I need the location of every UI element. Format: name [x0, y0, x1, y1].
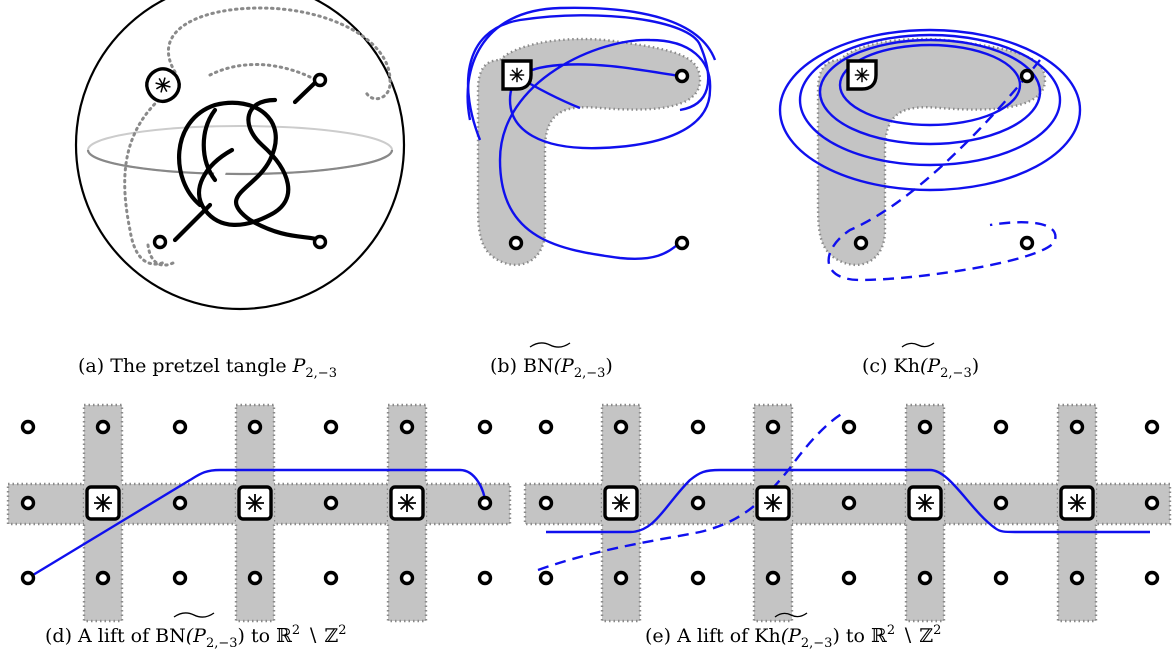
caption-c: (c) Kh(P2,−3) — [862, 342, 979, 381]
special-point — [237, 485, 273, 521]
special-point — [907, 485, 943, 521]
puncture-point — [853, 235, 869, 251]
kh-lift-dashed-curve — [537, 410, 846, 572]
special-point — [85, 485, 121, 521]
caption-a: (a) The pretzel tangle P2,−3 — [78, 355, 337, 381]
svg-text:(d) A lift of BN(P2,−3) to ℝ2: (d) A lift of BN(P2,−3) to ℝ2 ∖ ℤ2 — [45, 623, 347, 651]
panel-d-lift-bn — [6, 403, 512, 623]
puncture-point — [674, 68, 690, 84]
kh-lift-curve — [546, 468, 1150, 534]
panel-e-lift-kh — [523, 403, 1172, 623]
kh-curve — [798, 33, 1062, 167]
equator-front — [86, 149, 394, 176]
dotted-arc-top — [167, 6, 392, 101]
puncture-point — [152, 234, 168, 250]
caption-d: (d) A lift of BN(P2,−3) to ℝ2 ∖ ℤ2 — [45, 612, 347, 651]
special-point — [846, 59, 878, 91]
special-point — [755, 485, 791, 521]
svg-text:(e) A lift of Kh(P2,−3) to ℝ2: (e) A lift of Kh(P2,−3) to ℝ2 ∖ ℤ2 — [645, 623, 941, 651]
shaded-region — [816, 37, 1047, 267]
svg-text:(b) BN(P2,−3): (b) BN(P2,−3) — [490, 355, 613, 381]
puncture-point — [1019, 68, 1035, 84]
special-point — [1059, 485, 1095, 521]
ball-outline — [74, 0, 406, 311]
kh-curve — [838, 43, 1022, 127]
special-point — [389, 485, 425, 521]
tangle-strand — [201, 107, 218, 183]
caption-e: (e) A lift of Kh(P2,−3) to ℝ2 ∖ ℤ2 — [645, 612, 941, 651]
puncture-point — [312, 234, 328, 250]
kh-curve — [818, 38, 1042, 146]
bn-lift-curve — [27, 468, 487, 580]
puncture-point — [674, 235, 690, 251]
special-point — [603, 485, 639, 521]
panel-a-pretzel-tangle — [74, 0, 406, 311]
dotted-arc-left — [123, 90, 170, 266]
dotted-arc-inner — [208, 63, 322, 84]
tangle-strand — [177, 100, 323, 243]
panel-b-bn — [466, 6, 717, 267]
bn-curve — [466, 14, 710, 141]
panel-c-kh — [778, 28, 1082, 282]
puncture-point — [312, 72, 328, 88]
caption-b: (b) BN(P2,−3) — [490, 342, 613, 381]
special-point — [501, 59, 533, 91]
svg-text:(c) Kh(P2,−3): (c) Kh(P2,−3) — [862, 355, 979, 381]
kh-curve — [778, 28, 1082, 192]
kh-dashed-curve — [827, 59, 1057, 282]
shaded-region — [476, 37, 702, 267]
puncture-point — [508, 235, 524, 251]
tangle-strand — [197, 97, 291, 227]
special-point — [145, 67, 181, 104]
puncture-point — [1019, 235, 1035, 251]
